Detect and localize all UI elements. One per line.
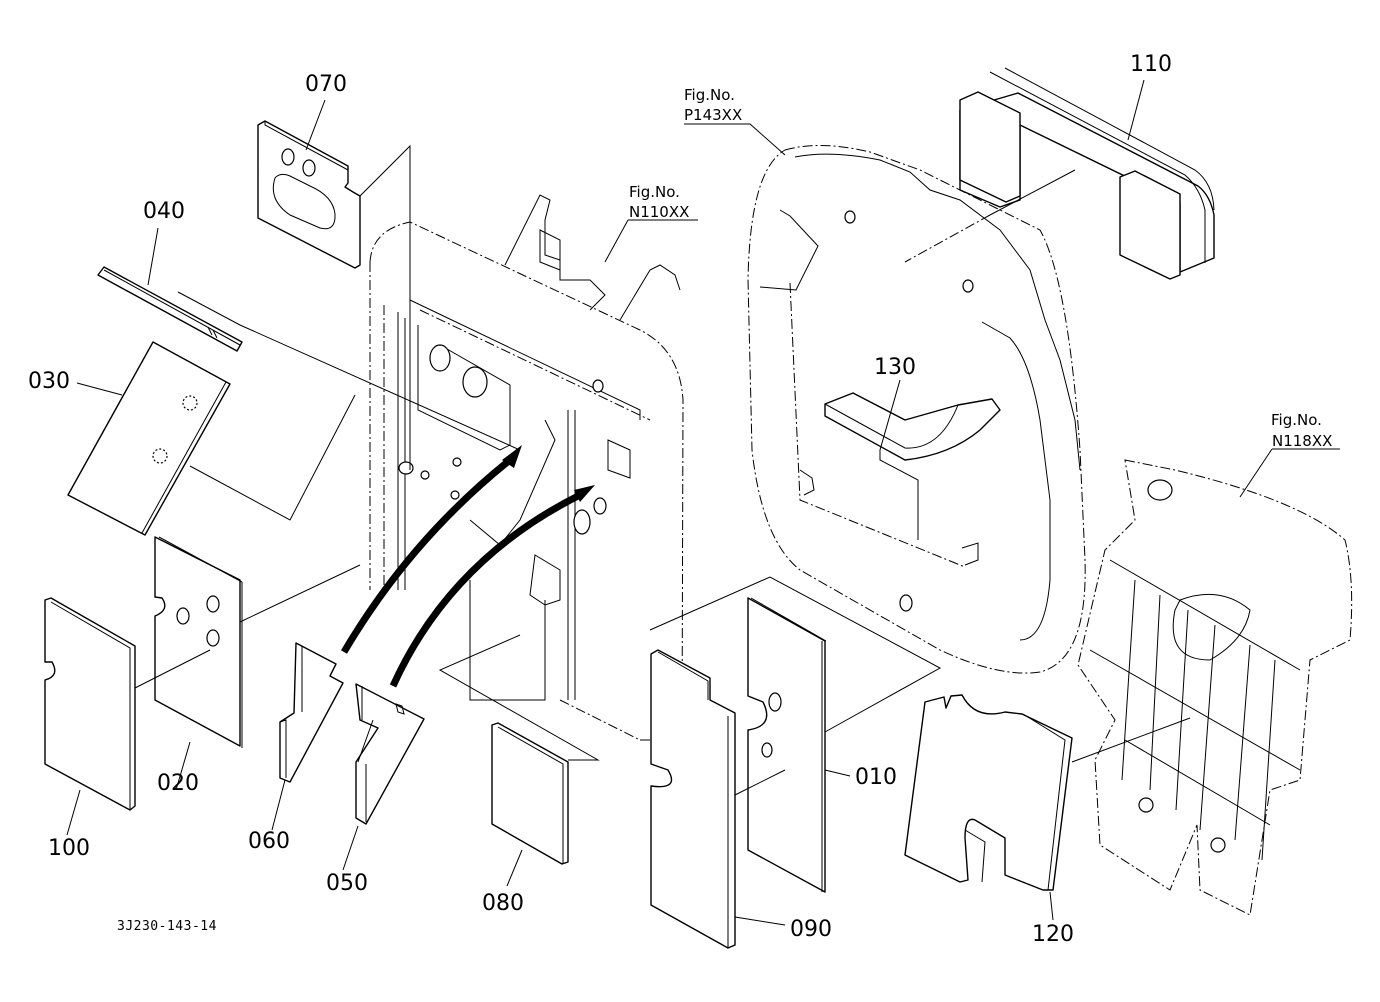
part-010[interactable] xyxy=(747,597,827,893)
center-frame xyxy=(369,194,684,741)
leader-lines xyxy=(66,79,1340,926)
label-090: 090 xyxy=(790,917,832,942)
label-050: 050 xyxy=(326,871,368,896)
part-050[interactable] xyxy=(355,683,425,825)
part-030[interactable] xyxy=(67,341,231,536)
part-080[interactable] xyxy=(491,722,569,865)
label-130: 130 xyxy=(874,355,916,380)
figref-number[interactable]: N110XX xyxy=(629,203,689,221)
part-060[interactable] xyxy=(279,642,344,783)
rear-cover xyxy=(747,145,1086,674)
callout-labels: 070 040 030 020 100 060 050 080 090 010 … xyxy=(28,52,1172,947)
label-040: 040 xyxy=(143,199,185,224)
figref-label: Fig.No. xyxy=(684,86,735,104)
figure-ref-n110xx[interactable]: Fig.No. N110XX xyxy=(629,183,689,221)
figref-label: Fig.No. xyxy=(1271,411,1322,429)
part-120[interactable] xyxy=(904,694,1073,891)
part-040[interactable] xyxy=(97,266,243,352)
assembly-arrows xyxy=(340,445,595,688)
part-130[interactable] xyxy=(824,392,1001,461)
label-010: 010 xyxy=(855,765,897,790)
part-100[interactable] xyxy=(44,597,136,811)
label-060: 060 xyxy=(248,829,290,854)
label-070: 070 xyxy=(305,72,347,97)
figure-ref-p143xx[interactable]: Fig.No. P143XX xyxy=(684,86,742,124)
label-100: 100 xyxy=(48,836,90,861)
right-cover xyxy=(1077,459,1353,916)
part-110[interactable] xyxy=(959,67,1215,280)
figref-label: Fig.No. xyxy=(629,183,680,201)
label-020: 020 xyxy=(157,771,199,796)
label-110: 110 xyxy=(1130,52,1172,77)
label-080: 080 xyxy=(482,891,524,916)
part-070[interactable] xyxy=(257,120,361,269)
label-030: 030 xyxy=(28,369,70,394)
figref-number[interactable]: N118XX xyxy=(1272,432,1332,450)
drawing-number: 3J230-143-14 xyxy=(117,919,217,934)
label-120: 120 xyxy=(1032,922,1074,947)
figure-ref-n118xx[interactable]: Fig.No. N118XX xyxy=(1271,411,1332,450)
figref-number[interactable]: P143XX xyxy=(684,106,742,124)
part-020[interactable] xyxy=(154,536,243,748)
part-090[interactable] xyxy=(650,649,736,949)
